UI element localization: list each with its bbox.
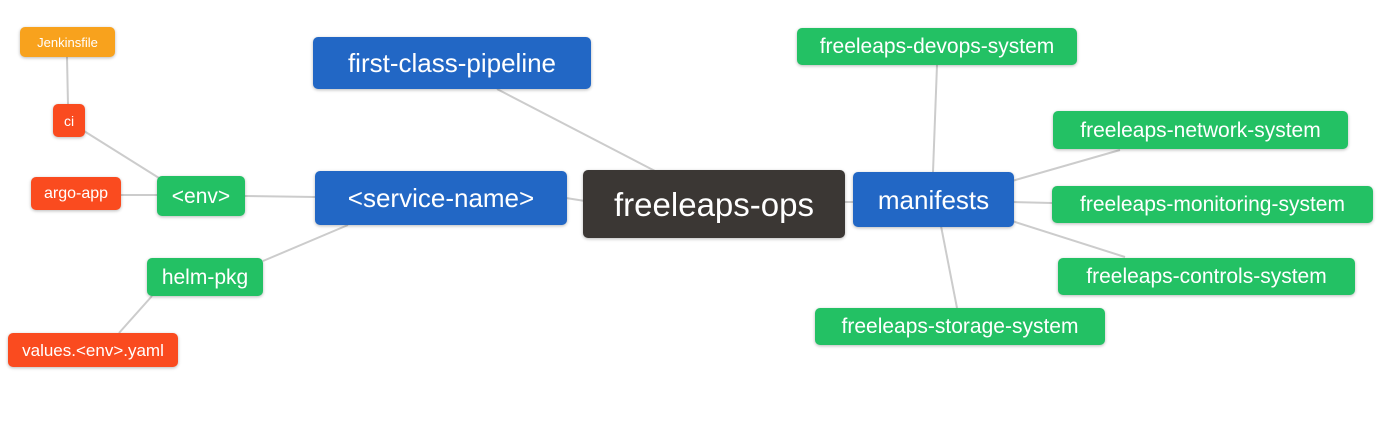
node-freeleaps-devops-system[interactable]: freeleaps-devops-system — [797, 28, 1077, 65]
node-label: ci — [63, 112, 75, 129]
edge-env-to-service-name — [243, 195, 317, 198]
edge-jenkinsfile-to-ci — [66, 56, 69, 106]
edge-first-class-pipeline-to-freeleaps-ops — [496, 88, 656, 172]
node-freeleaps-ops[interactable]: freeleaps-ops — [583, 170, 845, 238]
node-freeleaps-network-system[interactable]: freeleaps-network-system — [1053, 111, 1348, 149]
node-ci[interactable]: ci — [53, 104, 85, 137]
node-label: freeleaps-monitoring-system — [1080, 193, 1345, 216]
node-freeleaps-monitoring-system[interactable]: freeleaps-monitoring-system — [1052, 186, 1373, 223]
node-label: first-class-pipeline — [347, 48, 557, 78]
node-service-name[interactable]: <service-name> — [315, 171, 567, 225]
node-freeleaps-controls-system[interactable]: freeleaps-controls-system — [1058, 258, 1355, 295]
node-label: freeleaps-storage-system — [841, 315, 1079, 338]
node-freeleaps-storage-system[interactable]: freeleaps-storage-system — [815, 308, 1105, 345]
edge-service-name-to-freeleaps-ops — [565, 197, 586, 202]
node-label: freeleaps-controls-system — [1086, 265, 1327, 288]
edge-freeleaps-devops-system-to-manifests — [932, 64, 938, 173]
node-values-env-yaml[interactable]: values.<env>.yaml — [8, 333, 178, 367]
node-manifests[interactable]: manifests — [853, 172, 1014, 227]
edge-helm-pkg-to-service-name — [262, 224, 349, 262]
node-label: Jenkinsfile — [37, 34, 98, 50]
edge-manifests-to-freeleaps-controls-system — [1011, 220, 1126, 258]
node-jenkinsfile[interactable]: Jenkinsfile — [20, 27, 115, 57]
node-label: freeleaps-ops — [614, 185, 814, 223]
node-label: argo-app — [43, 184, 109, 202]
edge-manifests-to-freeleaps-monitoring-system — [1011, 201, 1053, 204]
node-label: helm-pkg — [161, 265, 249, 289]
node-label: manifests — [877, 184, 990, 215]
edge-values-env-yaml-to-helm-pkg — [118, 295, 153, 334]
node-helm-pkg[interactable]: helm-pkg — [147, 258, 263, 296]
node-label: <env> — [171, 184, 231, 208]
node-label: <service-name> — [347, 183, 535, 213]
node-label: freeleaps-network-system — [1080, 118, 1321, 142]
edge-manifests-to-freeleaps-storage-system — [940, 225, 958, 309]
node-argo-app[interactable]: argo-app — [31, 177, 121, 210]
node-first-class-pipeline[interactable]: first-class-pipeline — [313, 37, 591, 89]
edge-manifests-to-freeleaps-network-system — [1011, 149, 1121, 182]
edge-ci-to-env — [83, 130, 160, 179]
node-env[interactable]: <env> — [157, 176, 245, 216]
node-label: freeleaps-devops-system — [819, 35, 1055, 58]
node-label: values.<env>.yaml — [22, 340, 164, 360]
